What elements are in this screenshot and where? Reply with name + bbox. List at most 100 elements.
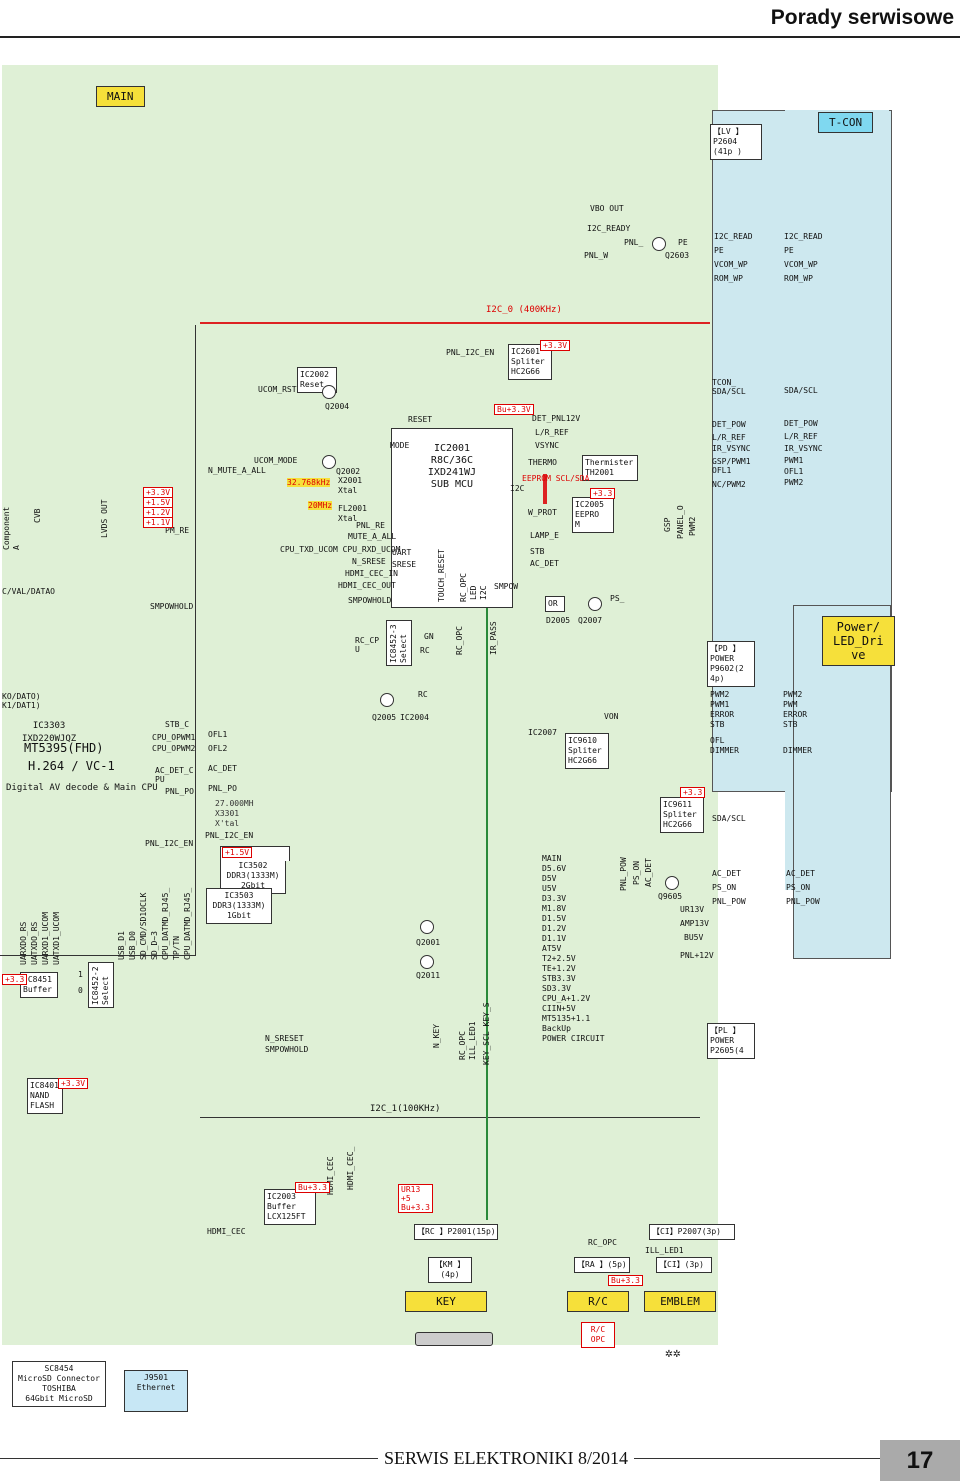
q2002-transistor-icon xyxy=(322,455,336,469)
bu33c-rail: Bu+3.3 xyxy=(608,1275,643,1286)
rc-badge: R/C xyxy=(567,1291,629,1312)
pwm2-label: PWM2 xyxy=(710,690,730,699)
ci-connector-1: 【CI】P2007(3p) xyxy=(649,1224,735,1240)
cpu-txd-label: CPU_TXD_UCOM CPU_RXD_UCOM xyxy=(280,545,401,554)
dimmer-label: DIMMER xyxy=(710,746,739,755)
p11-rail: +1.1V xyxy=(143,517,174,528)
rc-opc2-label: RC_OPC xyxy=(455,626,464,655)
i2c-v-label: I2C xyxy=(479,585,488,600)
ac-det-r-label: AC_DET xyxy=(786,869,815,878)
rc2-label: RC xyxy=(418,690,428,699)
dimmer-r-label: DIMMER xyxy=(783,746,812,755)
vcom-wp-r-label: VCOM_WP xyxy=(784,260,818,269)
smpowhold3-label: SMPOWHOLD xyxy=(265,1045,309,1054)
pd-power-connector: 【PD 】 POWER P9602(2 4p) xyxy=(707,641,755,687)
ur13v-label: UR13V xyxy=(680,905,705,914)
rom-wp-r-label: ROM_WP xyxy=(784,274,813,283)
stb-label: STB xyxy=(530,547,545,556)
dato-label: KO/DATO) K1/DAT1) xyxy=(2,692,41,710)
bu5v-label: BU5V xyxy=(684,933,704,942)
stb2-label: STB xyxy=(710,720,725,729)
cpu-opwm1-label: CPU_OPWM1 xyxy=(152,733,196,742)
q2007-transistor-icon xyxy=(588,597,602,611)
fl2001-xtal: FL2001 Xtal xyxy=(338,504,367,523)
pnl-po2-label: PNL_PO xyxy=(208,784,237,793)
sd-pins-label: USB_D1 USB_D0 SD_CMD/SD1OCLK SD_D~3 CPU_… xyxy=(117,887,192,960)
vbo-out-label: VBO OUT xyxy=(590,204,624,213)
von-label: VON xyxy=(604,712,619,721)
key-buttons-icon xyxy=(415,1332,493,1346)
ci-connector-2: 【CI】(3p) xyxy=(656,1257,712,1273)
ur13-rail: UR13 +5 Bu+3.3 xyxy=(398,1184,433,1213)
i2c0-bus xyxy=(200,322,710,324)
gsp-label: GSP xyxy=(663,517,672,532)
pwm-r-label: PWM xyxy=(783,700,798,709)
pwm2-r2-label: PWM2 xyxy=(783,690,803,699)
lr-ref-r-label: L/R_REF xyxy=(784,432,818,441)
mute-a-all-label: MUTE_A_ALL xyxy=(348,532,397,541)
freq-20m-label: 20MHz xyxy=(308,501,333,510)
i2c-read-r-label: I2C_READ xyxy=(784,232,823,241)
q2001-label: Q2001 xyxy=(416,938,441,947)
n-sreset-label: N_SRESET xyxy=(265,1034,304,1043)
or-gate: OR xyxy=(545,596,565,612)
pnl-re-label: PNL_RE xyxy=(356,521,385,530)
q2011-transistor-icon xyxy=(420,955,434,969)
q2005-label: Q2005 xyxy=(372,713,397,722)
bu33b-rail: Bu+3.3 xyxy=(295,1182,330,1193)
x3301-xtal: 27.000MH X3301 X'tal xyxy=(215,799,254,828)
emblem-led-icon: ✲✲ xyxy=(665,1346,681,1361)
pnl-i2c-en2-label: PNL_I2C_EN xyxy=(145,839,194,848)
touch-reset-label: TOUCH_RESET xyxy=(437,549,446,602)
rom-wp-label: ROM_WP xyxy=(714,274,743,283)
pwm2v-label: PWM2 xyxy=(688,516,697,536)
ac-det3-label: AC_DET xyxy=(208,764,237,773)
j9501-ethernet: J9501 Ethernet xyxy=(124,1370,188,1412)
km-connector: 【KM 】 (4p) xyxy=(428,1257,472,1283)
q2603-transistor-icon xyxy=(652,237,666,251)
key-badge: KEY xyxy=(405,1291,487,1312)
q2005-transistor-icon xyxy=(380,693,394,707)
page-title: Porady serwisowe xyxy=(770,6,954,29)
gsp-pwm1-label: GSP/PWM1 xyxy=(712,457,751,466)
smpowhold-label: SMPOWHOLD xyxy=(348,596,392,605)
d2005-label: D2005 xyxy=(546,616,571,625)
p33d-rail: +3.3 xyxy=(590,488,616,499)
page-header: Porady serwisowe xyxy=(0,0,960,40)
lr-ref2-label: L/R_REF xyxy=(712,433,746,442)
p33-label: +3.3V xyxy=(540,340,571,351)
nc-pwm2-label: NC/PWM2 xyxy=(712,480,746,489)
q2004-label: Q2004 xyxy=(325,402,350,411)
ic2005-eeprom: IC2005 EEPRO M xyxy=(572,497,614,533)
rc-opc-box: R/C OPC xyxy=(581,1322,615,1348)
rc-opc3-label: RC_OPC ILL_LED1 xyxy=(458,1021,477,1060)
sda-scl-label: SDA/SCL xyxy=(784,386,818,395)
component-label: Component A xyxy=(2,506,21,550)
p15b-rail: +1.5V xyxy=(222,847,253,858)
ir-pass-wire xyxy=(486,590,488,1220)
pnl-pow-v-label: PNL_POW xyxy=(619,857,628,891)
freq-32k-label: 32.768kHz xyxy=(287,478,331,487)
panel-o-label: PANEL_O xyxy=(676,505,685,539)
main-cpu-edge xyxy=(195,325,196,955)
key-scl-label: KEY_SCL KEY_S xyxy=(482,1002,491,1065)
pnl-label: PNL_ xyxy=(624,238,644,247)
sc8454-microsd: SC8454 MicroSD Connector TOSHIBA 64Gbit … xyxy=(12,1361,106,1407)
srese-label: SRESE xyxy=(392,560,417,569)
smpowhold2-label: SMPOWHOLD xyxy=(150,602,194,611)
main-board-panel xyxy=(2,65,718,1345)
q2007-label: Q2007 xyxy=(578,616,603,625)
led-label: LED xyxy=(469,585,478,600)
p33b-rail: +3.3 xyxy=(2,974,28,985)
q2002-label: Q2002 xyxy=(336,467,361,476)
ir-pass-label: IR_PASS xyxy=(489,621,498,655)
rc-opc-v-label: RC_OPC xyxy=(459,573,468,602)
lvds-out-label: LVDS OUT xyxy=(100,499,109,538)
hdmi-cec-out-label: HDMI_CEC_OUT xyxy=(338,581,396,590)
q9605-transistor-icon xyxy=(665,876,679,890)
ofl1-r-label: OFL1 xyxy=(784,467,804,476)
hdmi-cec2-v-label: HDMI_CEC_ xyxy=(346,1146,355,1190)
pe-r-label: PE xyxy=(784,246,794,255)
gn-label: GN xyxy=(424,632,434,641)
pnl-w-label: PNL_W xyxy=(584,251,609,260)
